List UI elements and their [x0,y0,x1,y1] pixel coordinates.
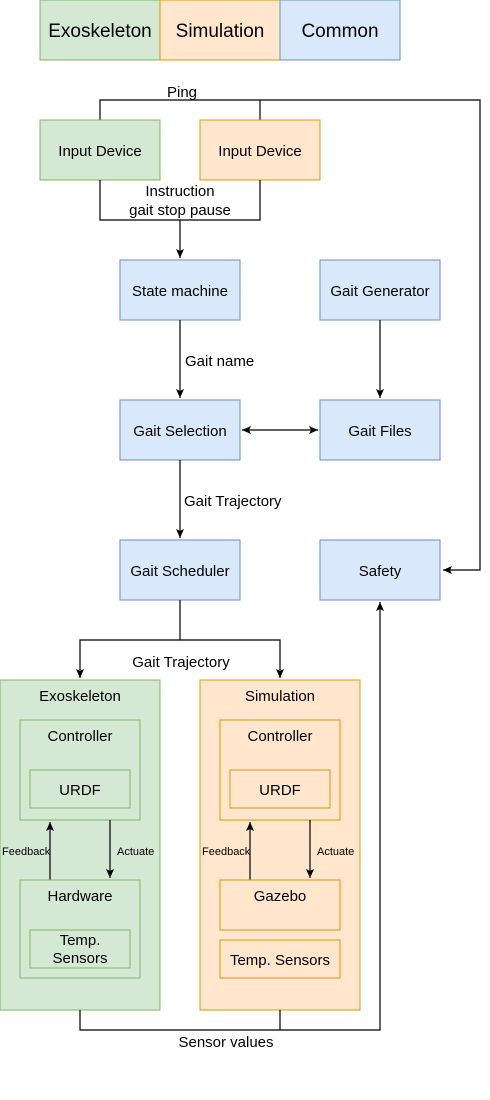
gait-files-label: Gait Files [348,423,411,440]
exo-temp-sensors-label-line2: Sensors [52,950,107,967]
gait-selection-label: Gait Selection [133,423,226,440]
simulation-container: Simulation Controller URDF Feedback Actu… [199,679,361,1011]
input-device-sim-box [199,119,321,181]
state-machine-box [119,259,241,321]
exoskeleton-container-title: Exoskeleton [39,688,121,705]
gait-generator-box [319,259,441,321]
legend-common-label: Common [301,21,378,42]
exo-urdf-label: URDF [59,782,101,799]
instruction-label-line1: Instruction [145,183,214,200]
sim-temp-sensors-label: Temp. Sensors [230,952,330,969]
gait-files-box [319,399,441,461]
safety-label: Safety [359,563,402,580]
instruction-label-line2: gait stop pause [129,202,231,219]
exoskeleton-container: Exoskeleton Controller URDF Feedback Act… [0,679,161,1011]
gait-name-label: Gait name [185,353,254,370]
exo-hardware-label: Hardware [47,888,112,905]
gait-trajectory-label-2: Gait Trajectory [132,654,230,671]
exo-temp-sensors-box [29,929,131,969]
exo-urdf-box [29,769,131,809]
instruction-edge: Instruction gait stop pause [99,180,261,258]
gait-scheduler-label: Gait Scheduler [130,563,229,580]
gait-trajectory-edge-2: Gait Trajectory [76,600,284,678]
sim-gazebo-label: Gazebo [254,888,307,905]
sensor-values-edge: Sensor values [79,602,384,1051]
legend-simulation-label: Simulation [176,21,265,42]
input-device-exo-box [39,119,161,181]
simulation-container-title: Simulation [245,688,315,705]
state-machine-label: State machine [132,283,228,300]
legend-exoskeleton-box [39,0,161,61]
gait-selection-box [119,399,241,461]
input-device-sim-label: Input Device [218,143,301,160]
exo-controller-label: Controller [47,728,112,745]
exo-actuate-label: Actuate [117,846,154,858]
gait-generator-label: Gait Generator [330,283,429,300]
gait-scheduler-box [119,539,241,601]
sensor-values-label: Sensor values [178,1034,273,1051]
exo-temp-sensors-label-line1: Temp. [60,932,101,949]
legend-simulation-box [159,0,281,61]
sim-actuate-label: Actuate [317,846,354,858]
legend-common-box [279,0,401,61]
sim-urdf-box [229,769,331,809]
gait-trajectory-label-1: Gait Trajectory [184,493,282,510]
ping-label: Ping [167,84,197,101]
sim-gazebo-box [219,879,341,931]
legend: Exoskeleton Simulation Common [39,0,401,61]
legend-exoskeleton-label: Exoskeleton [48,21,152,42]
sim-feedback-label: Feedback [202,846,251,858]
input-device-exo-label: Input Device [58,143,141,160]
exo-feedback-label: Feedback [2,846,51,858]
sim-temp-sensors-box [219,939,341,979]
sim-urdf-label: URDF [259,782,301,799]
sim-controller-label: Controller [247,728,312,745]
safety-box [319,539,441,601]
ping-edge: Ping [99,84,481,574]
